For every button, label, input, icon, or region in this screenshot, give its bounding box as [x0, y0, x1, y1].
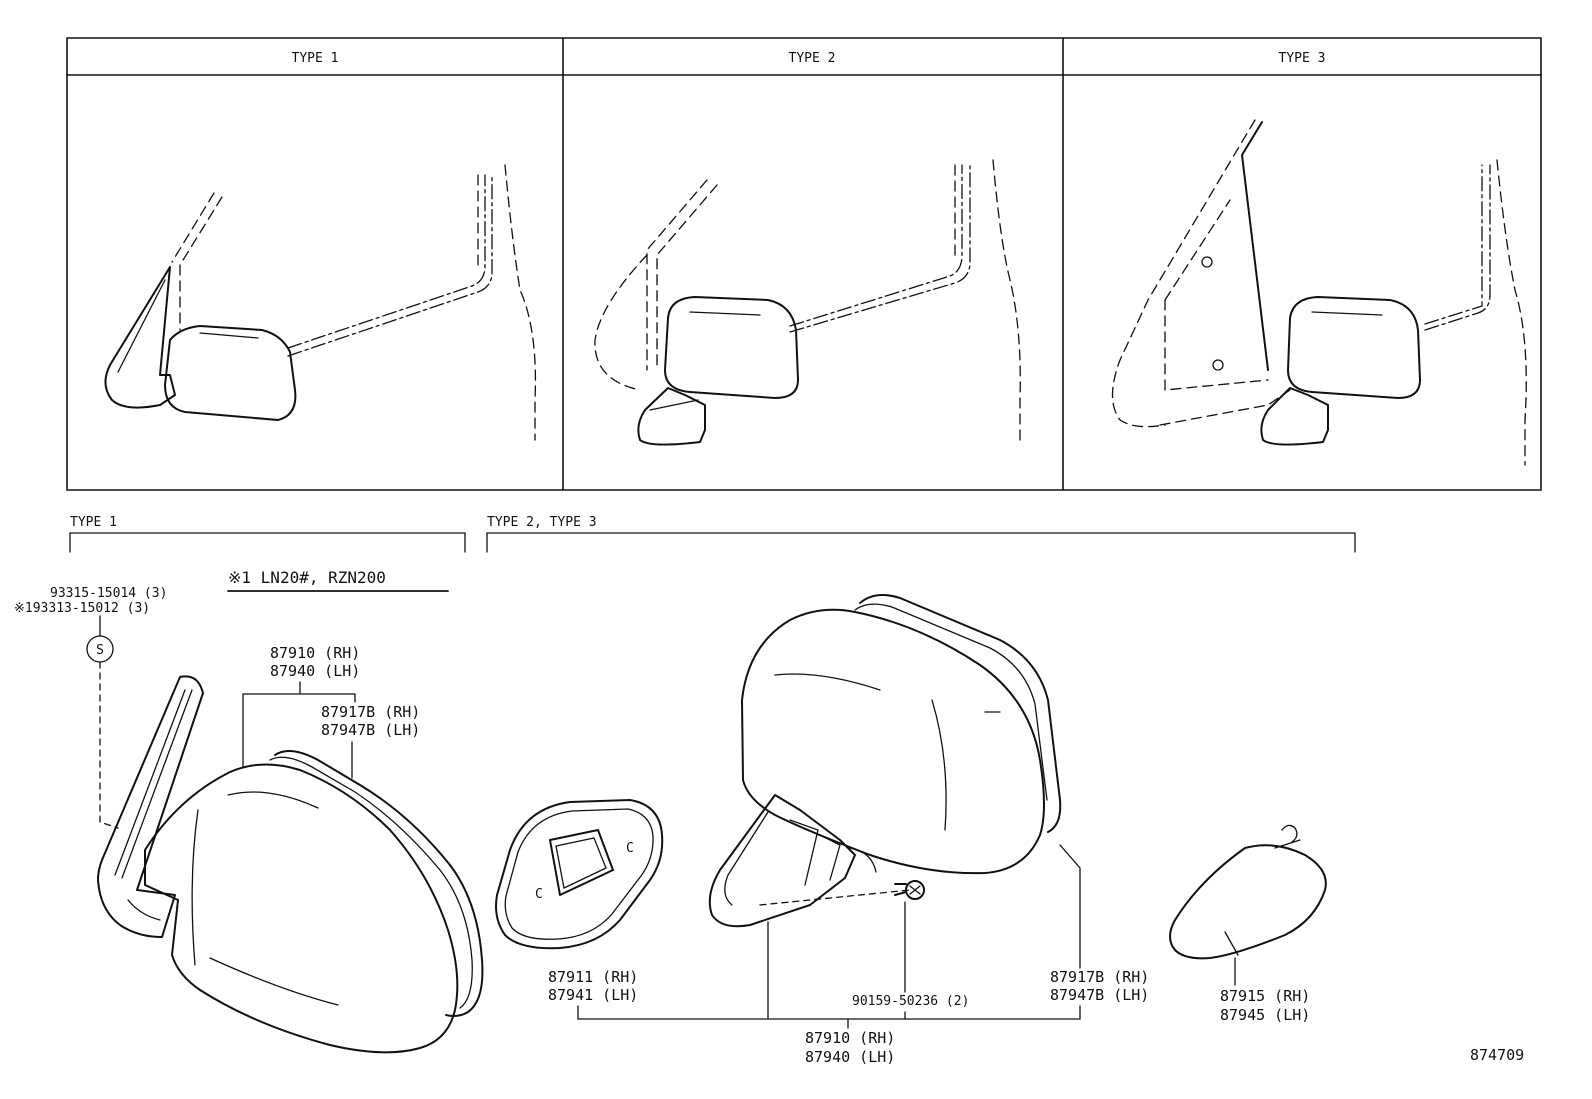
screw-alt-part-number: ※193313-15012 (3)	[14, 601, 150, 616]
panel3-door-illustration	[1111, 119, 1527, 466]
type1-mirror-head	[144, 750, 484, 1054]
panel2-door-illustration	[594, 159, 1021, 446]
panel1-door-illustration	[104, 164, 537, 441]
type23-exploded-view: C C 87911 (RH) 87941 (LH) 87917B (RH) 87…	[495, 593, 1524, 1066]
panel-title-type2: TYPE 2	[789, 51, 836, 66]
type23-mirror-lh-label: 87940 (LH)	[805, 1048, 895, 1066]
cover-rh-label: 87915 (RH)	[1220, 987, 1310, 1005]
gasket-lh-label: 87941 (LH)	[548, 986, 638, 1004]
svg-text:C: C	[626, 841, 634, 856]
s-circle-icon: S	[86, 635, 114, 663]
note-model-applicability: ※1 LN20#, RZN200	[228, 568, 386, 587]
type1-mirror-base	[97, 675, 204, 938]
gasket-part: C C	[495, 799, 664, 950]
outer-mirror-lh-label-right: 87947B (LH)	[1050, 986, 1149, 1004]
bolt-icon	[759, 880, 925, 906]
panel-title-type1: TYPE 1	[292, 51, 339, 66]
section-title-type1: TYPE 1	[70, 515, 117, 530]
outer-mirror-lh-label: 87947B (LH)	[321, 721, 420, 739]
cover-lh-label: 87945 (LH)	[1220, 1006, 1310, 1024]
screw-part-number: 93315-15014 (3)	[50, 586, 167, 601]
section-brackets: TYPE 1 TYPE 2, TYPE 3	[69, 515, 1356, 553]
outer-mirror-rh-label: 87917B (RH)	[321, 703, 420, 721]
panel-title-type3: TYPE 3	[1279, 51, 1326, 66]
section-title-type2-type3: TYPE 2, TYPE 3	[487, 515, 597, 530]
outer-mirror-rh-label-right: 87917B (RH)	[1050, 968, 1149, 986]
gasket-rh-label: 87911 (RH)	[548, 968, 638, 986]
mirror-assy-lh-label: 87940 (LH)	[270, 662, 360, 680]
mirror-assy-rh-label: 87910 (RH)	[270, 644, 360, 662]
bolt-part-number: 90159-50236 (2)	[852, 994, 969, 1009]
cover-part	[1169, 824, 1327, 960]
svg-text:C: C	[535, 887, 543, 902]
diagram-number: 874709	[1470, 1046, 1524, 1064]
type23-mirror-rh-label: 87910 (RH)	[805, 1029, 895, 1047]
type23-mirror-assy	[708, 593, 1062, 928]
top-panels: TYPE 1 TYPE 2 TYPE 3	[66, 37, 1542, 491]
svg-text:S: S	[96, 643, 104, 658]
type1-exploded-view: ※1 LN20#, RZN200 93315-15014 (3) ※193313…	[14, 568, 484, 1054]
